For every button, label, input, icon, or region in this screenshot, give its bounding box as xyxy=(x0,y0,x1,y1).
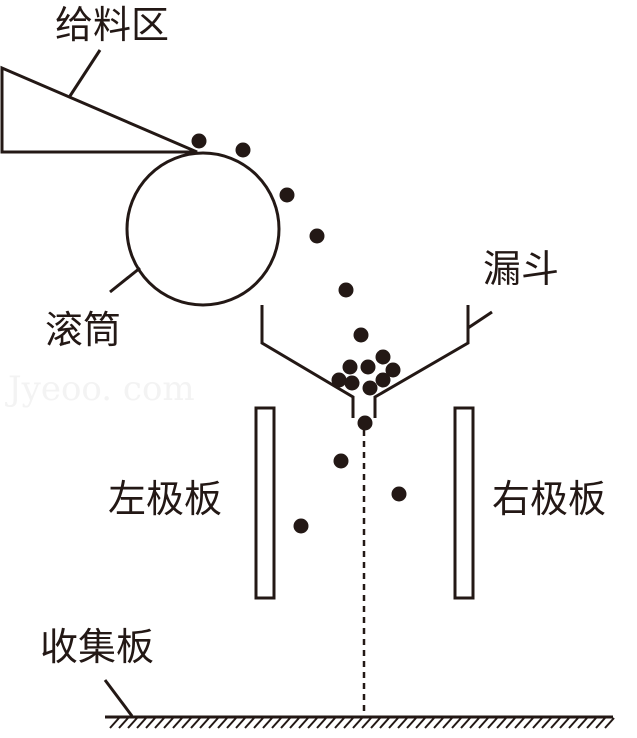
hatch-mark xyxy=(127,717,138,729)
drum-leader xyxy=(109,266,141,294)
hatch-mark xyxy=(523,717,534,729)
hatch-mark xyxy=(307,717,318,729)
hatch-mark xyxy=(109,717,120,729)
hatch-mark xyxy=(154,717,165,729)
hatch-mark xyxy=(388,717,399,729)
label-feed-zone: 给料区 xyxy=(55,3,169,47)
hatch-mark xyxy=(379,717,390,729)
particle xyxy=(293,518,309,534)
funnel-leader xyxy=(467,310,493,330)
label-right-plate: 右极板 xyxy=(492,477,606,521)
feed-hopper xyxy=(0,65,198,154)
hatch-mark xyxy=(541,717,552,729)
hatch-mark xyxy=(550,717,561,729)
ground-hatching xyxy=(109,717,615,729)
watermark: Jyeoo. com xyxy=(5,369,195,409)
hatch-mark xyxy=(352,717,363,729)
hatch-mark xyxy=(586,717,597,729)
hatch-mark xyxy=(190,717,201,729)
hatch-mark xyxy=(172,717,183,729)
hatch-mark xyxy=(253,717,264,729)
collector-leader xyxy=(103,679,134,717)
hatch-mark xyxy=(298,717,309,729)
particle xyxy=(309,228,325,244)
particle xyxy=(342,359,358,375)
hatch-mark xyxy=(235,717,246,729)
label-drum: 滚筒 xyxy=(45,308,121,352)
hatch-mark xyxy=(334,717,345,729)
hatch-mark xyxy=(325,717,336,729)
hatch-mark xyxy=(181,717,192,729)
label-collector: 收集板 xyxy=(40,625,154,669)
hatch-mark xyxy=(118,717,129,729)
particle xyxy=(375,372,391,388)
particle xyxy=(375,349,391,365)
left-plate xyxy=(254,406,276,600)
hatch-mark xyxy=(514,717,525,729)
particle xyxy=(344,375,360,391)
hatch-mark xyxy=(487,717,498,729)
hatch-mark xyxy=(595,717,606,729)
hatch-mark xyxy=(244,717,255,729)
hatch-mark xyxy=(217,717,228,729)
hatch-mark xyxy=(406,717,417,729)
hatch-mark xyxy=(478,717,489,729)
hatch-mark xyxy=(433,717,444,729)
hatch-mark xyxy=(532,717,543,729)
particle xyxy=(391,486,407,502)
hatch-mark xyxy=(370,717,381,729)
particles xyxy=(191,133,407,534)
particle xyxy=(279,187,295,203)
feed-zone-leader xyxy=(68,49,102,97)
hatch-mark xyxy=(208,717,219,729)
hatch-mark xyxy=(226,717,237,729)
hatch-mark xyxy=(460,717,471,729)
drum xyxy=(125,151,281,307)
label-left-plate: 左极板 xyxy=(108,477,222,521)
particle xyxy=(333,453,349,469)
hatch-mark xyxy=(505,717,516,729)
particle xyxy=(357,415,373,431)
hatch-mark xyxy=(199,717,210,729)
particle xyxy=(353,327,369,343)
hatch-mark xyxy=(604,717,615,729)
hatch-mark xyxy=(145,717,156,729)
hatch-mark xyxy=(361,717,372,729)
particle xyxy=(362,380,378,396)
hatch-mark xyxy=(316,717,327,729)
hatch-mark xyxy=(289,717,300,729)
hatch-mark xyxy=(559,717,570,729)
hatch-mark xyxy=(415,717,426,729)
hatch-mark xyxy=(442,717,453,729)
hatch-mark xyxy=(271,717,282,729)
hatch-mark xyxy=(424,717,435,729)
hatch-mark xyxy=(397,717,408,729)
particle xyxy=(385,362,401,378)
label-funnel: 漏斗 xyxy=(483,247,559,291)
hatch-mark xyxy=(469,717,480,729)
hatch-mark xyxy=(451,717,462,729)
right-plate xyxy=(453,406,475,600)
hatch-mark xyxy=(577,717,588,729)
particle xyxy=(338,282,354,298)
funnel-right-wall xyxy=(373,305,470,418)
particle xyxy=(235,142,251,158)
hatch-mark xyxy=(280,717,291,729)
hatch-mark xyxy=(163,717,174,729)
hatch-mark xyxy=(496,717,507,729)
hatch-mark xyxy=(136,717,147,729)
hatch-mark xyxy=(343,717,354,729)
particle xyxy=(191,133,207,149)
hatch-mark xyxy=(568,717,579,729)
particle xyxy=(331,372,347,388)
funnel-left-wall xyxy=(260,305,355,418)
hatch-mark xyxy=(262,717,273,729)
particle xyxy=(360,359,376,375)
